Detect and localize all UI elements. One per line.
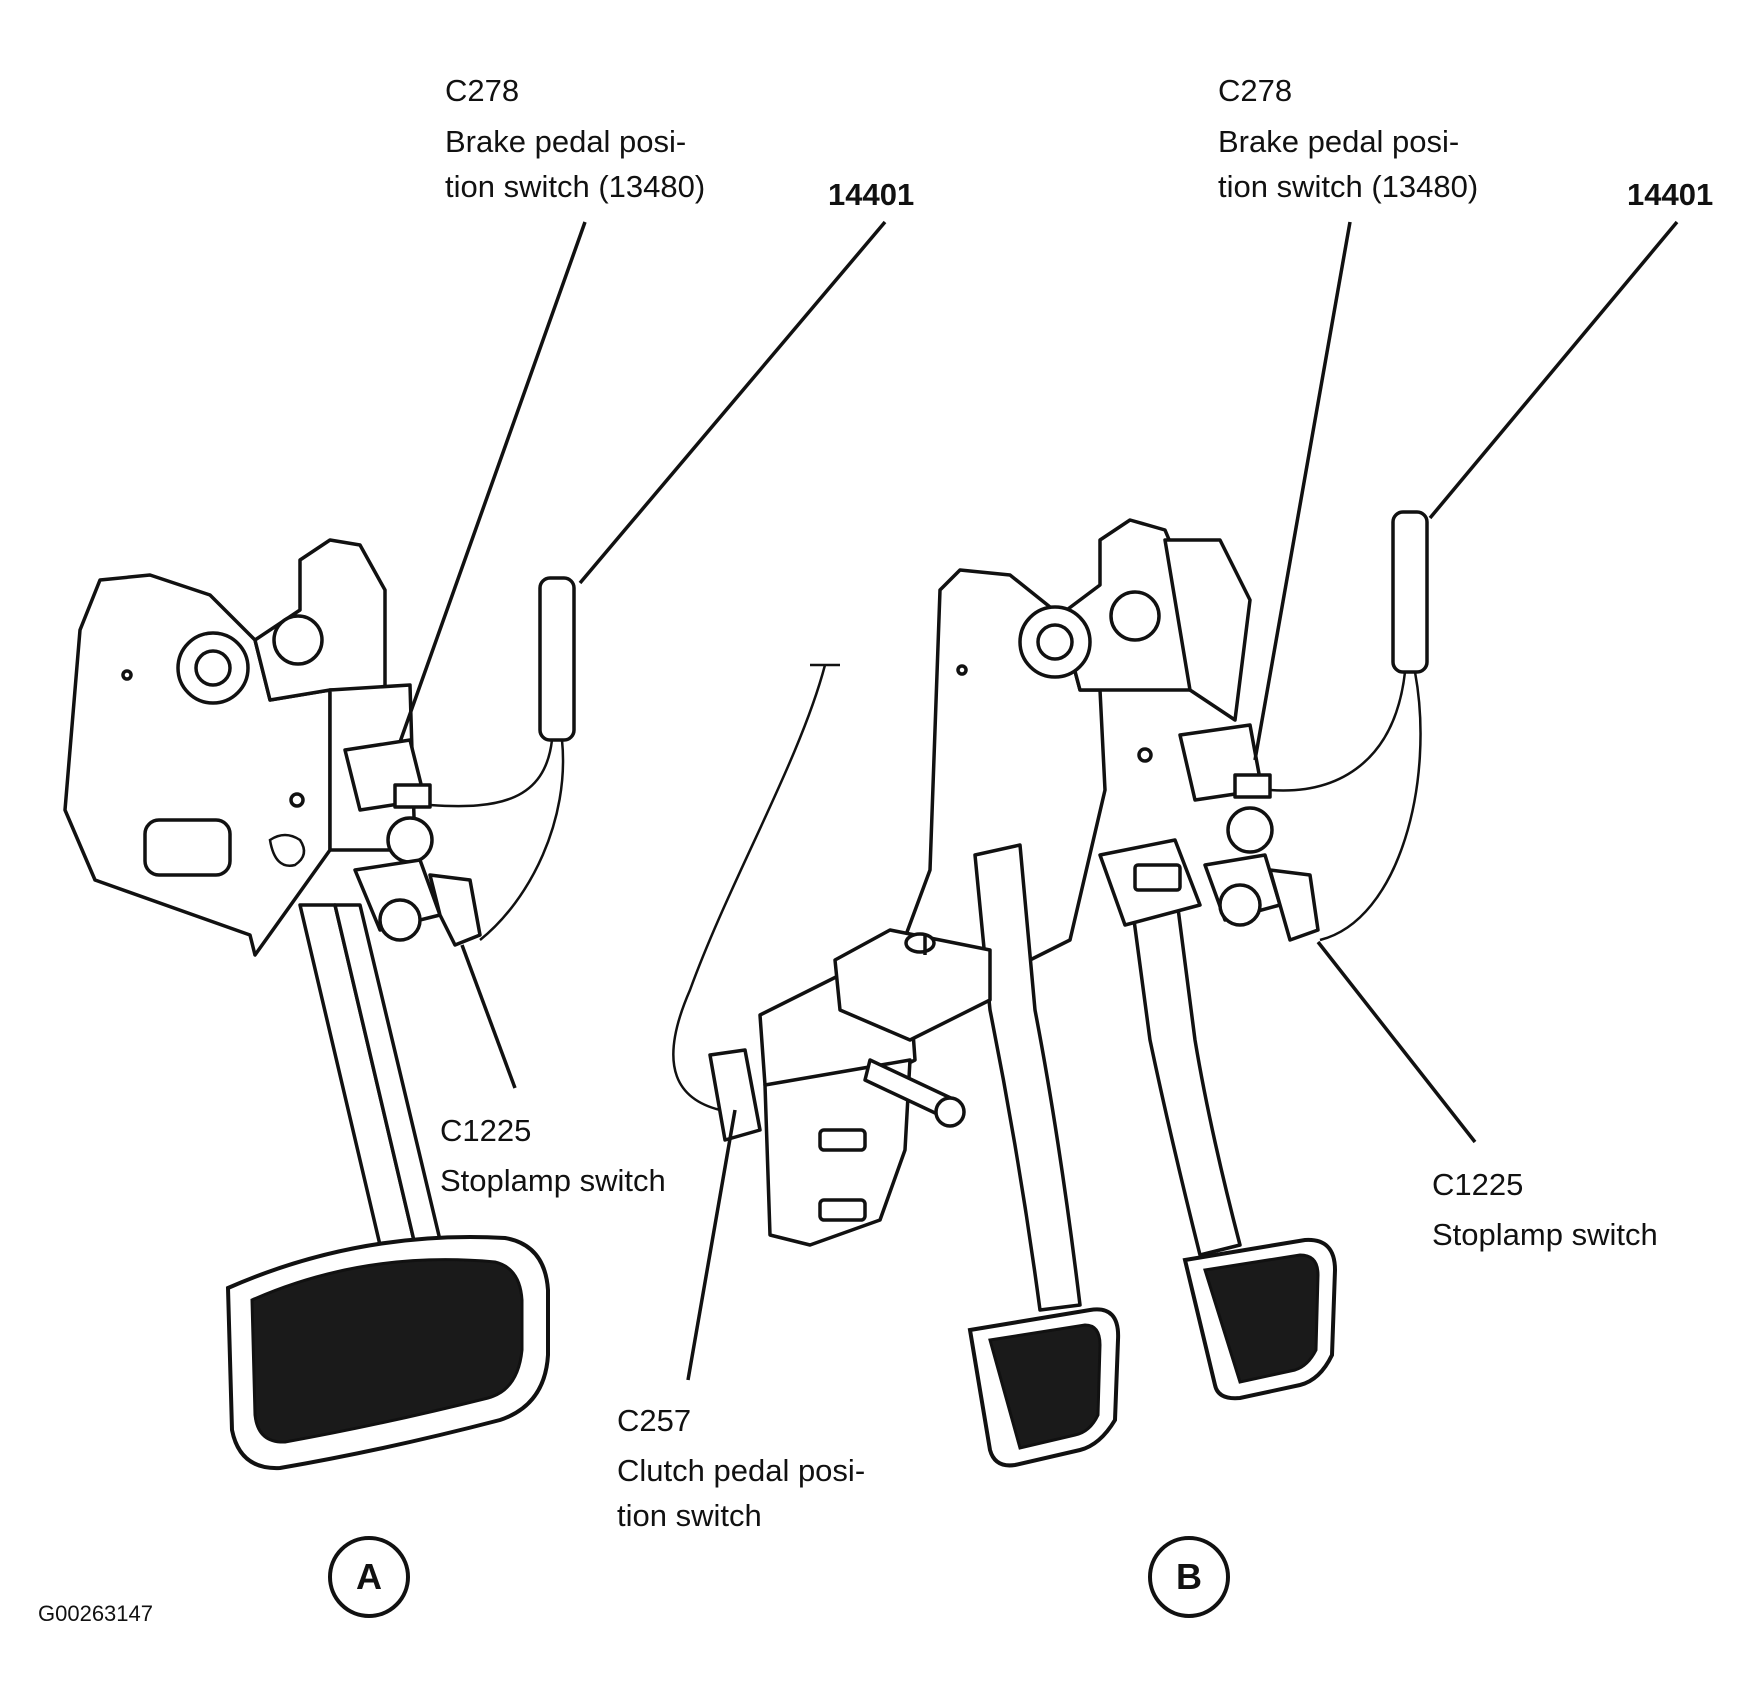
brake-pedal-arm-b	[1128, 883, 1242, 1257]
label-brake-switch-line2-a: tion switch (13480)	[445, 169, 706, 204]
panel-a-badge: A	[328, 1536, 410, 1618]
label-c1225-b: C1225	[1432, 1167, 1524, 1202]
panel-b-illustration	[672, 510, 1429, 1468]
label-brake-switch-line1-a: Brake pedal posi-	[445, 124, 687, 159]
figure-id: G00263147	[38, 1601, 153, 1626]
label-c257-b: C257	[617, 1403, 692, 1438]
leader-c278-b	[1253, 221, 1352, 761]
leader-14401-a	[578, 220, 887, 585]
label-14401-b: 14401	[1627, 177, 1714, 212]
label-clutch-switch-line1-b: Clutch pedal posi-	[617, 1453, 866, 1488]
label-c1225-a: C1225	[440, 1113, 532, 1148]
label-c278-a: C278	[445, 73, 520, 108]
harness-connector-a	[538, 576, 576, 742]
leader-c278-a	[398, 221, 587, 743]
label-brake-switch-line2-b: tion switch (13480)	[1218, 169, 1479, 204]
harness-connector-b	[1391, 510, 1429, 674]
label-brake-switch-line1-b: Brake pedal posi-	[1218, 124, 1460, 159]
leader-c1225-b	[1316, 940, 1477, 1144]
label-stoplamp-b: Stoplamp switch	[1432, 1217, 1658, 1252]
leader-14401-b	[1428, 220, 1679, 520]
label-clutch-switch-line2-b: tion switch	[617, 1498, 762, 1533]
label-c278-b: C278	[1218, 73, 1293, 108]
clutch-pedal-arm-b	[973, 843, 1082, 1312]
label-stoplamp-a: Stoplamp switch	[440, 1163, 666, 1198]
panel-a-illustration	[63, 538, 576, 1471]
leader-c257-b	[686, 1109, 737, 1381]
label-14401-a: 14401	[828, 177, 915, 212]
leader-c1225-a	[460, 944, 517, 1089]
panel-b-badge: B	[1148, 1536, 1230, 1618]
